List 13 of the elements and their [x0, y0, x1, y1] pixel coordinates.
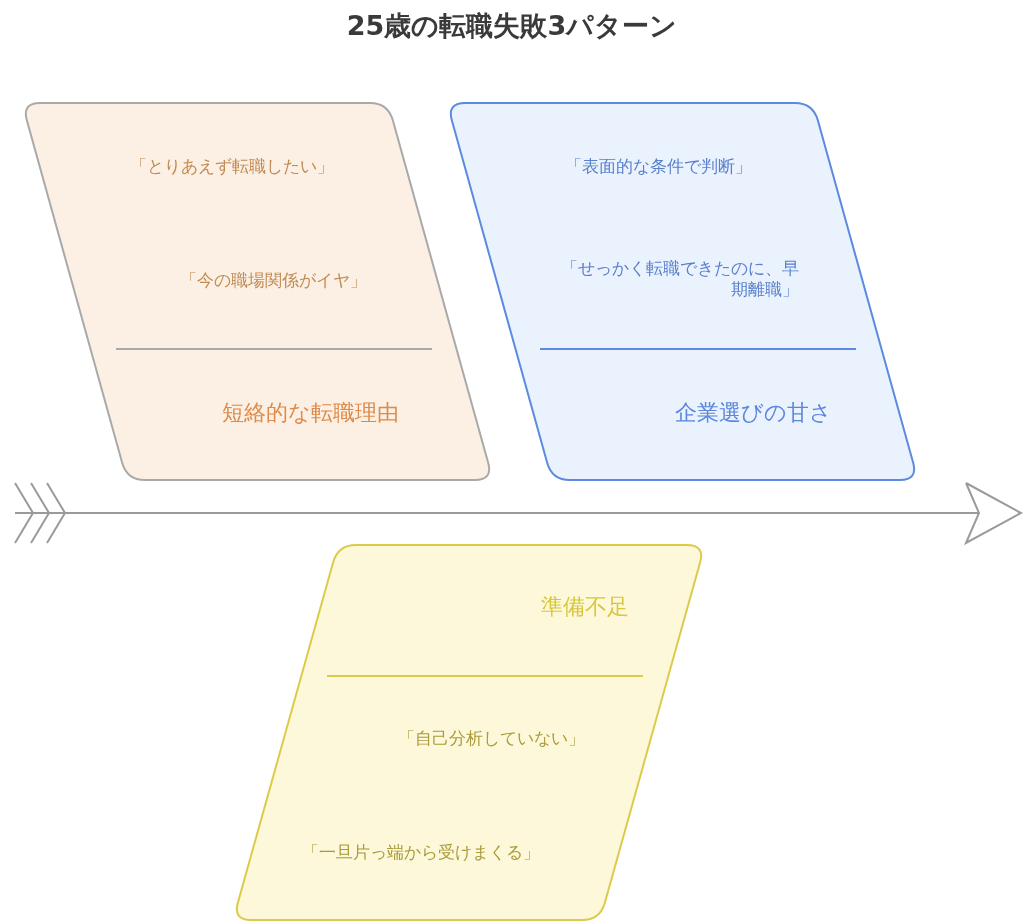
category-heading: 企業選びの甘さ: [675, 399, 832, 427]
cause-text: 「せっかく転職できたのに、早期離職」: [560, 258, 799, 301]
category-heading: 準備不足: [541, 593, 629, 621]
cause-text: 「自己分析していない」: [398, 728, 585, 750]
parallelogram-box: [447, 103, 918, 480]
cause-text: 「表面的な条件で判断」: [565, 156, 752, 178]
cause-text: 「一旦片っ端から受けまくる」: [302, 842, 540, 864]
parallelogram-box: [22, 103, 493, 480]
cause-text: 「とりあえず転職したい」: [130, 156, 334, 178]
diagram-title: 25歳の転職失敗3パターン: [345, 9, 679, 43]
cause-text: 「今の職場関係がイヤ」: [180, 270, 367, 292]
category-heading: 短絡的な転職理由: [222, 399, 399, 427]
parallelogram-box: [233, 545, 705, 920]
